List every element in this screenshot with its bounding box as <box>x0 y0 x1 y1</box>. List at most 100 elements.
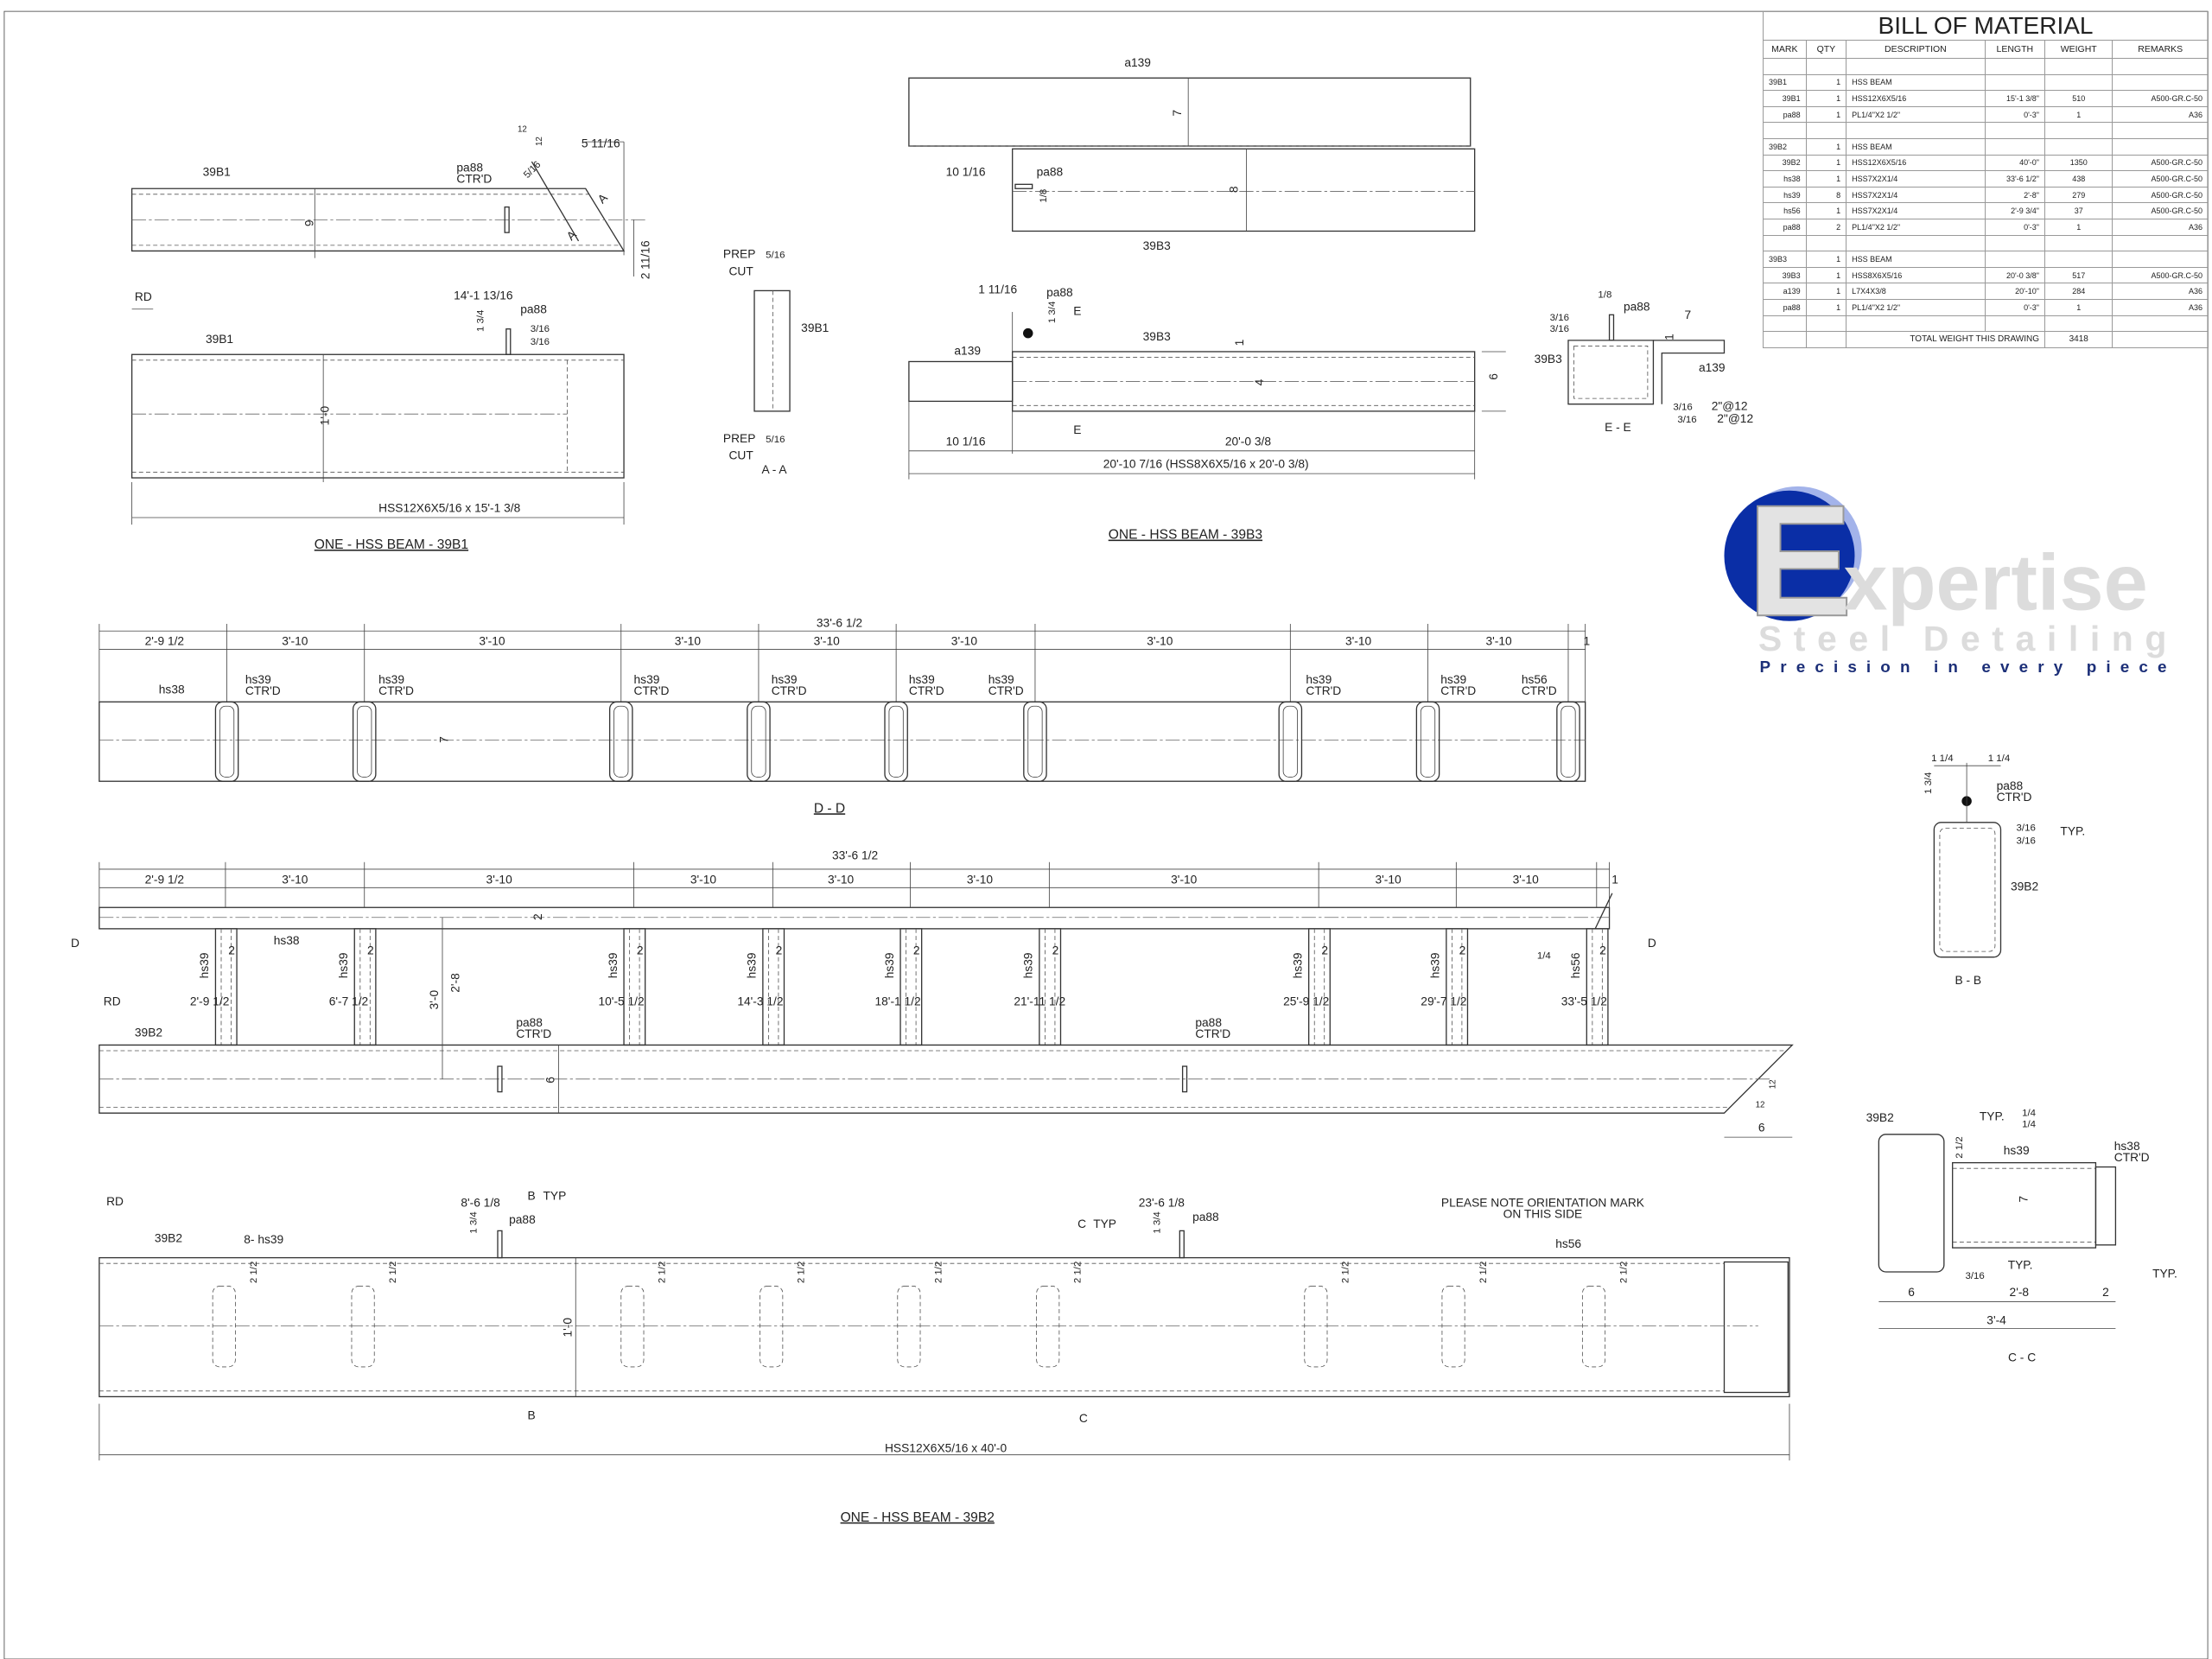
dim-segment: 2'-9 1/2 <box>145 873 185 886</box>
pa88-plate <box>497 1230 503 1259</box>
bom-cell-length <box>1984 73 2046 92</box>
bom-total-label: TOTAL WEIGHT THIS DRAWING <box>1846 331 2045 348</box>
bom-cell-remarks <box>2112 251 2209 268</box>
label-v39b3-dim-134: 1 3/4 <box>1047 301 1058 323</box>
label-v39b1-dim-pa: 14'-1 13/16 <box>454 289 513 302</box>
label-secbb-d1: 1 1/4 <box>1931 753 1954 764</box>
dim-segment: 3'-10 <box>814 635 841 648</box>
bom-cell-length: 0'-3" <box>1984 218 2046 236</box>
post-width: 2 <box>913 944 920 957</box>
slot-hs <box>1556 701 1580 782</box>
label-secaa-prep2: PREP <box>723 432 756 445</box>
label-elev-dim-30: 3'-0 <box>428 990 441 1010</box>
bom-total-weight: 3418 <box>2044 331 2113 348</box>
label-v39b1-mark: 39B1 <box>203 165 231 178</box>
label-v39b3-dim-left: 10 1/16 <box>946 165 986 178</box>
label-secaa-cut2: CUT <box>728 449 753 462</box>
section-cc-hs38 <box>2094 1166 2117 1246</box>
bom-cell-remarks <box>2112 315 2209 333</box>
bom-cell-weight: 279 <box>2044 186 2113 204</box>
drawing-line <box>1594 893 1613 930</box>
label-seccc-w1: 1/4 <box>2022 1108 2037 1118</box>
bom-col-remarks: REMARKS <box>2112 40 2209 59</box>
post-width: 2 <box>1599 944 1606 957</box>
bolt-hole <box>1023 327 1033 339</box>
label-elev-rd: RD <box>104 995 121 1007</box>
label-v39b1-sec-a1: A <box>595 191 611 207</box>
label-secee-w4: 3/16 <box>1677 415 1696 425</box>
section-cc-hs39 <box>1952 1161 2097 1249</box>
bom-cell-description: PL1/4"X2 1/2" <box>1846 298 1986 316</box>
bom-cell-description <box>1846 315 1986 333</box>
label-v39b3-e1: E <box>1073 304 1081 317</box>
logo-letter: E <box>1747 472 1853 649</box>
bom-cell-mark <box>1763 58 1807 75</box>
label-secaa-cut1: CUT <box>728 264 753 277</box>
company-logo: E xpertise Steel Detailing Precision in … <box>1724 471 2166 676</box>
pa88-plate <box>1608 314 1615 341</box>
bom-cell-blank <box>1805 331 1847 348</box>
dim-segment: 3'-10 <box>1147 635 1173 648</box>
post-width: 2 <box>1321 944 1328 957</box>
slot-hs <box>352 701 377 782</box>
bom-cell-remarks <box>2112 234 2209 252</box>
drawing-line <box>531 161 580 242</box>
label-v39b1-pa88: pa88 <box>456 162 483 175</box>
bom-cell-length: 0'-3" <box>1984 105 2046 124</box>
post-location: 25'-9 1/2 <box>1283 995 1329 1007</box>
label-v39b2-rd: RD <box>106 1195 124 1208</box>
bom-cell-mark: pa88 <box>1763 298 1807 316</box>
label-v39b1-slope-a: 12 <box>518 125 527 135</box>
slot-hs <box>214 701 239 782</box>
bom-cell-length <box>1984 251 2046 268</box>
label-v39b3-mark2: 39B3 <box>1143 330 1171 343</box>
slot-hs-inner <box>888 705 904 778</box>
label-secbb-ctrd: CTR'D <box>1997 791 2032 804</box>
label-v39b1-rd: RD <box>135 290 152 303</box>
label-elev-slope-b: 12 <box>1769 1079 1778 1089</box>
label-v39b2-c: C <box>1077 1217 1086 1230</box>
section-cc-beam <box>1878 1134 1945 1273</box>
label-secaa-title: A - A <box>761 463 787 476</box>
pa88-plate <box>1181 1065 1188 1093</box>
label-v39b2-b: B <box>527 1189 535 1202</box>
slot-note: CTR'D <box>1440 684 1476 697</box>
label-v39b2-hs56: hs56 <box>1555 1237 1581 1250</box>
label-elev-w14: 1/4 <box>1537 950 1552 961</box>
label-v39b1-pa88b: pa88 <box>520 303 547 316</box>
label-elev-ctrd-b: CTR'D <box>1195 1027 1230 1040</box>
label-seccc-title: C - C <box>2008 1351 2036 1363</box>
label-v39b2-dim-c: 23'-6 1/8 <box>1139 1197 1185 1210</box>
bom-cell-weight <box>2044 315 2113 333</box>
slot-note: CTR'D <box>634 684 670 697</box>
label-elev-two: 2 <box>531 913 544 920</box>
post-mark: hs39 <box>198 952 211 978</box>
label-seccc-typ3: TYP. <box>2152 1268 2177 1281</box>
bom-cell-mark: 39B2 <box>1763 154 1807 172</box>
section-aa <box>753 289 791 412</box>
label-v39b2-count: 8- hs39 <box>244 1233 283 1246</box>
label-secdd-hs38: hs38 <box>159 683 185 696</box>
label-v39b2-note2: ON THIS SIDE <box>1503 1208 1583 1221</box>
slot-hs <box>747 701 771 782</box>
slot-hs <box>1415 701 1440 782</box>
post-location: 33'-5 1/2 <box>1561 995 1607 1007</box>
bom-cell-mark: pa88 <box>1763 105 1807 124</box>
bom-cell-length: 20'-10" <box>1984 283 2046 300</box>
label-secee-w1: 3/16 <box>1550 313 1569 323</box>
dim-segment: 3'-10 <box>1375 873 1402 886</box>
label-v39b3-w18: 1/8 <box>1039 189 1049 203</box>
slot-mark: hs56 <box>1522 673 1548 686</box>
sheet-border <box>3 10 2209 1659</box>
label-seccc-mark: 39B2 <box>1866 1111 1894 1124</box>
label-v39b3-beam-depth: 8 <box>1228 186 1241 193</box>
label-v39b2-typ-b: TYP <box>543 1189 567 1202</box>
slot-hs-hidden <box>1304 1286 1328 1368</box>
slot-hs-hidden <box>620 1286 645 1368</box>
slot-note: CTR'D <box>245 684 281 697</box>
label-v39b1-height: 1'-0 <box>319 405 332 425</box>
